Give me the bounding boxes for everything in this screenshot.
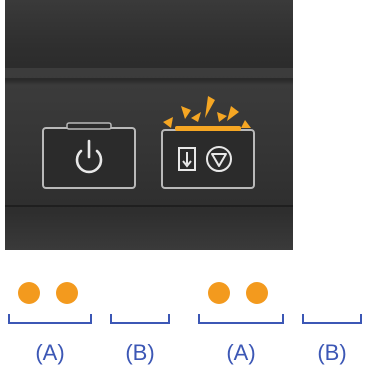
resume-icon (178, 147, 196, 171)
segment-bracket (110, 314, 170, 324)
segment-bracket (198, 314, 284, 324)
timing-segment-a1: (A) (8, 270, 92, 370)
printer-operation-panel (5, 0, 293, 250)
stop-icon (206, 146, 232, 172)
panel-illustration (5, 68, 293, 207)
segment-bracket (8, 314, 92, 324)
alarm-lamp (175, 126, 241, 131)
power-button[interactable] (42, 122, 136, 189)
segment-label: (B) (317, 340, 347, 365)
lamp-timing-diagram: (A) (B) (A) (B) (0, 270, 370, 370)
timing-segment-b2: (B) (302, 270, 362, 370)
timing-segment-a2: (A) (198, 270, 284, 370)
flashing-rays-icon (163, 96, 251, 128)
segment-label: (A) (226, 340, 256, 365)
lamp-on-dot (18, 282, 40, 304)
timing-segment-b1: (B) (110, 270, 170, 370)
segment-bracket (302, 314, 362, 324)
segment-label: (A) (35, 340, 65, 365)
segment-label: (B) (125, 340, 155, 365)
lamp-on-dot (56, 282, 78, 304)
stop-resume-button[interactable] (161, 126, 255, 189)
lamp-on-dot (246, 282, 268, 304)
power-icon (75, 139, 103, 174)
lamp-on-dot (208, 282, 230, 304)
